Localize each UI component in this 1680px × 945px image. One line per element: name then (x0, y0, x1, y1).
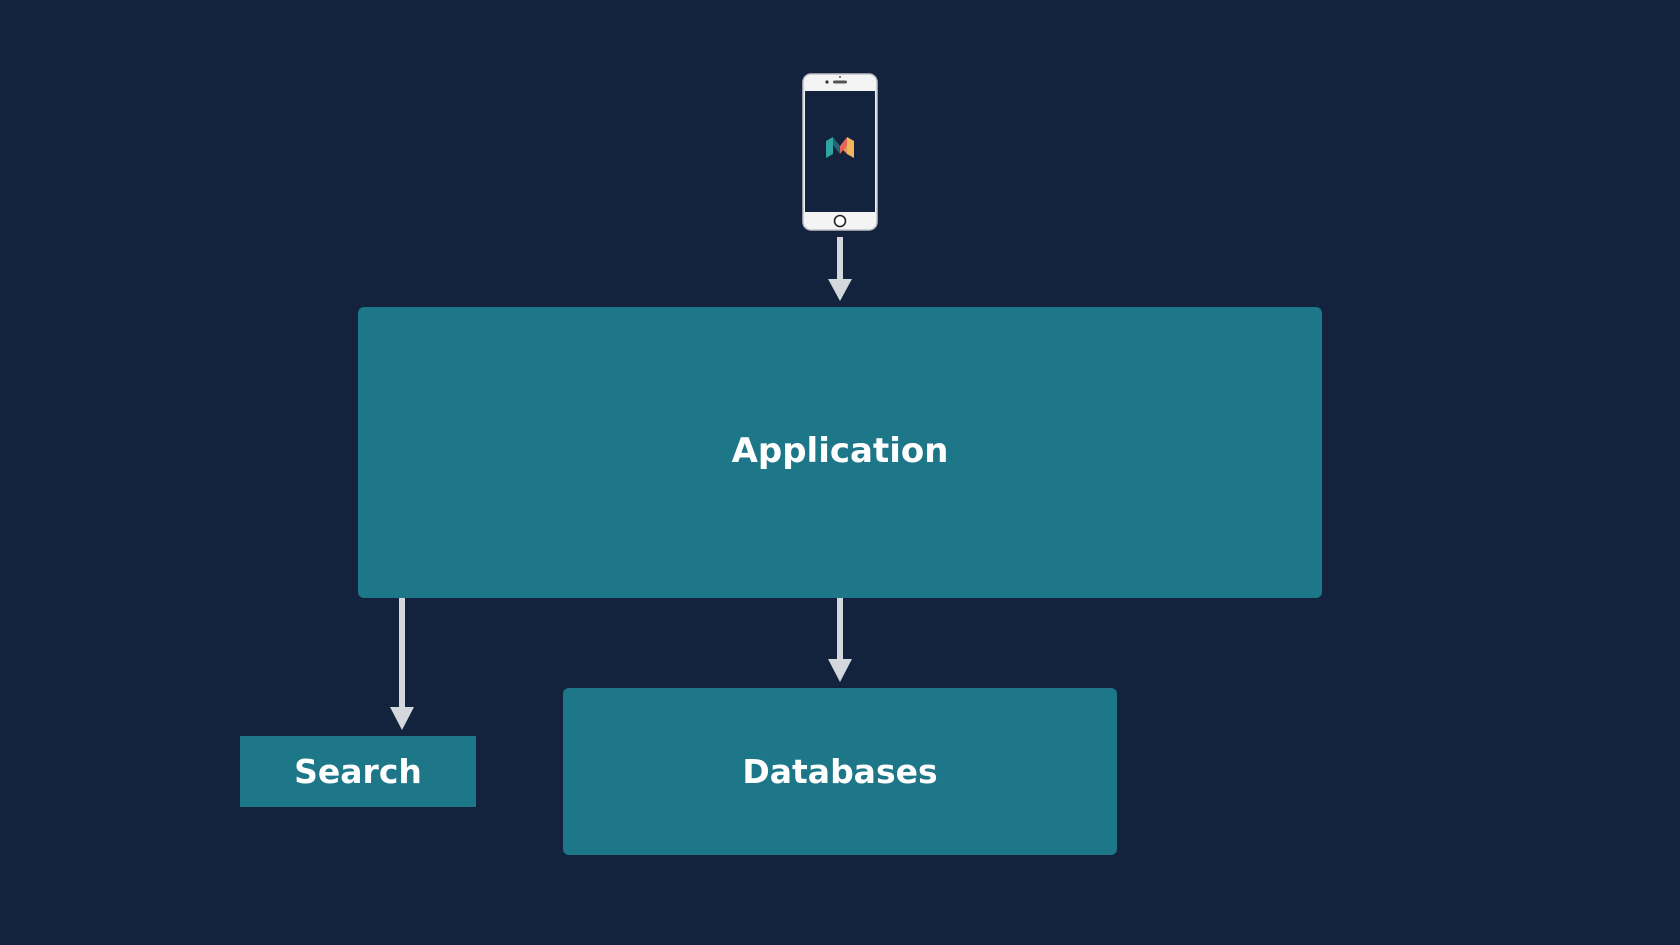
smartphone-icon (802, 73, 878, 231)
search-label: Search (294, 752, 422, 791)
arrow-application-to-search (390, 598, 414, 730)
search-box: Search (240, 736, 476, 807)
arrow-phone-to-application (828, 237, 852, 301)
databases-box: Databases (563, 688, 1117, 855)
databases-label: Databases (742, 752, 938, 791)
arrow-application-to-databases (828, 598, 852, 682)
m-logo-icon (826, 137, 854, 158)
application-label: Application (731, 430, 949, 471)
application-box: Application (358, 307, 1322, 598)
